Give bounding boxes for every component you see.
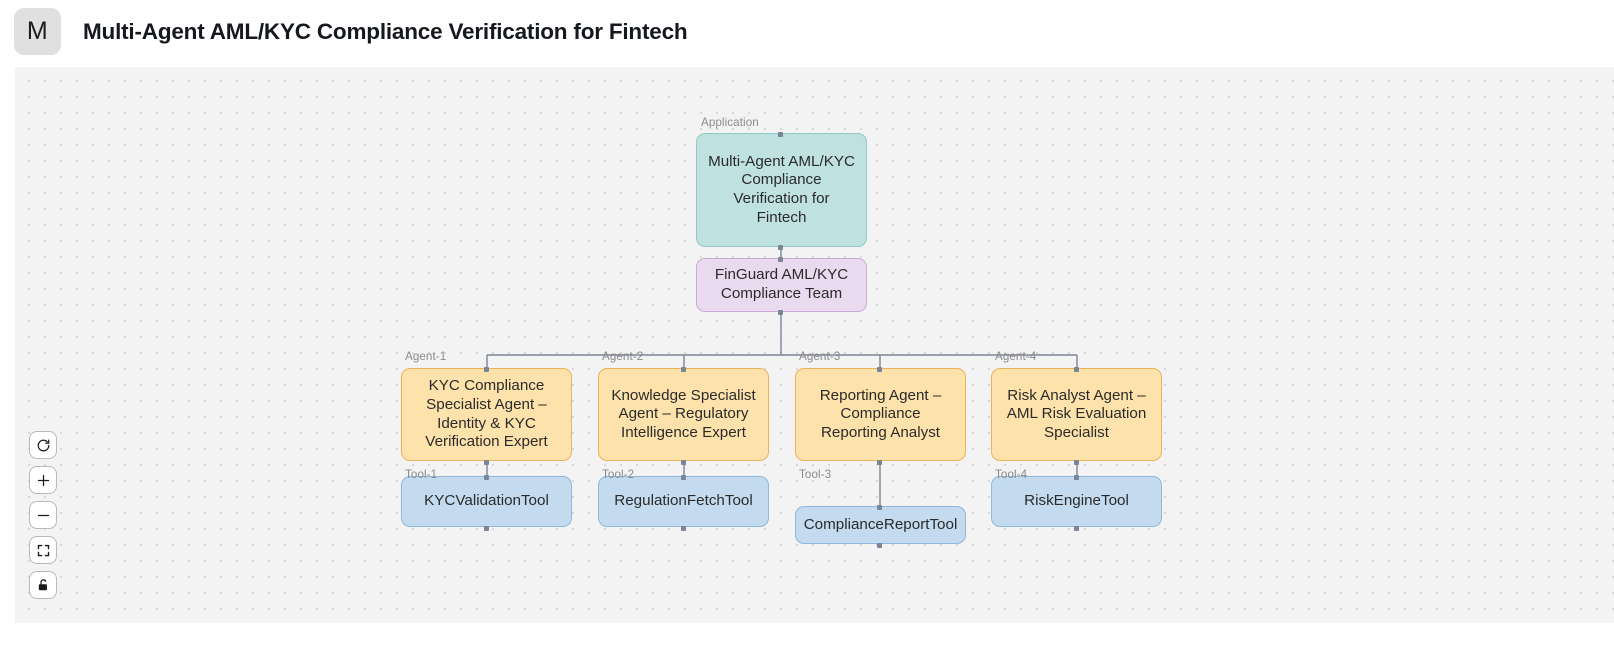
lock-icon <box>38 578 47 590</box>
app-logo-badge: M <box>14 8 61 55</box>
reset-view-button[interactable] <box>29 431 57 459</box>
handle-tool3-top <box>877 505 882 510</box>
node-tool-2[interactable]: RegulationFetchTool <box>598 476 769 527</box>
handle-agent3-bottom <box>877 460 882 465</box>
node-crew-team[interactable]: FinGuard AML/KYC Compliance Team <box>696 258 867 312</box>
handle-tool4-bottom <box>1074 526 1079 531</box>
app-header: M Multi-Agent AML/KYC Compliance Verific… <box>0 0 1614 63</box>
handle-team-bottom <box>778 310 783 315</box>
node-tag-tool-1: Tool-1 <box>405 468 438 481</box>
fit-screen-icon <box>37 544 49 556</box>
fit-view-button[interactable] <box>29 536 57 564</box>
handle-agent4-top <box>1074 367 1079 372</box>
refresh-icon <box>37 439 49 451</box>
minus-icon <box>37 514 49 516</box>
node-tag-agent-3: Agent-3 <box>799 350 841 363</box>
handle-team-top <box>778 257 783 262</box>
zoom-in-button[interactable] <box>29 466 57 494</box>
handle-agent2-bottom <box>681 460 686 465</box>
plus-icon <box>37 474 49 486</box>
handle-tool1-top <box>484 475 489 480</box>
node-tool-1[interactable]: KYCValidationTool <box>401 476 572 527</box>
node-tag-tool-4: Tool-4 <box>995 468 1028 481</box>
node-tag-agent-2: Agent-2 <box>602 350 644 363</box>
handle-agent3-top <box>877 367 882 372</box>
handle-agent1-bottom <box>484 460 489 465</box>
node-agent-1[interactable]: KYC Compliance Specialist Agent – Identi… <box>401 368 572 461</box>
handle-tool4-top <box>1074 475 1079 480</box>
handle-agent2-top <box>681 367 686 372</box>
handle-agent1-top <box>484 367 489 372</box>
node-tag-tool-2: Tool-2 <box>602 468 635 481</box>
node-tag-agent-1: Agent-1 <box>405 350 447 363</box>
app-logo-letter: M <box>26 17 49 45</box>
node-tag-agent-4: Agent-4 <box>995 350 1037 363</box>
node-agent-3[interactable]: Reporting Agent – Compliance Reporting A… <box>795 368 966 461</box>
handle-app-top <box>778 132 783 137</box>
canvas-controls <box>29 431 57 599</box>
node-tool-4[interactable]: RiskEngineTool <box>991 476 1162 527</box>
zoom-out-button[interactable] <box>29 501 57 529</box>
handle-tool3-bottom <box>877 543 882 548</box>
node-tag-application: Application <box>701 116 759 129</box>
node-agent-4[interactable]: Risk Analyst Agent – AML Risk Evaluation… <box>991 368 1162 461</box>
lock-toggle-button[interactable] <box>29 571 57 599</box>
node-agent-2[interactable]: Knowledge Specialist Agent – Regulatory … <box>598 368 769 461</box>
page-title: Multi-Agent AML/KYC Compliance Verificat… <box>83 18 688 44</box>
node-tag-tool-3: Tool-3 <box>799 468 832 481</box>
flow-canvas[interactable]: Application Agent-1 Agent-2 Agent-3 Agen… <box>15 67 1614 623</box>
handle-tool2-bottom <box>681 526 686 531</box>
handle-tool2-top <box>681 475 686 480</box>
handle-agent4-bottom <box>1074 460 1079 465</box>
node-tool-3[interactable]: ComplianceReportTool <box>795 506 966 544</box>
handle-app-bottom <box>778 245 783 250</box>
handle-tool1-bottom <box>484 526 489 531</box>
node-application[interactable]: Multi-Agent AML/KYC Compliance Verificat… <box>696 133 867 247</box>
